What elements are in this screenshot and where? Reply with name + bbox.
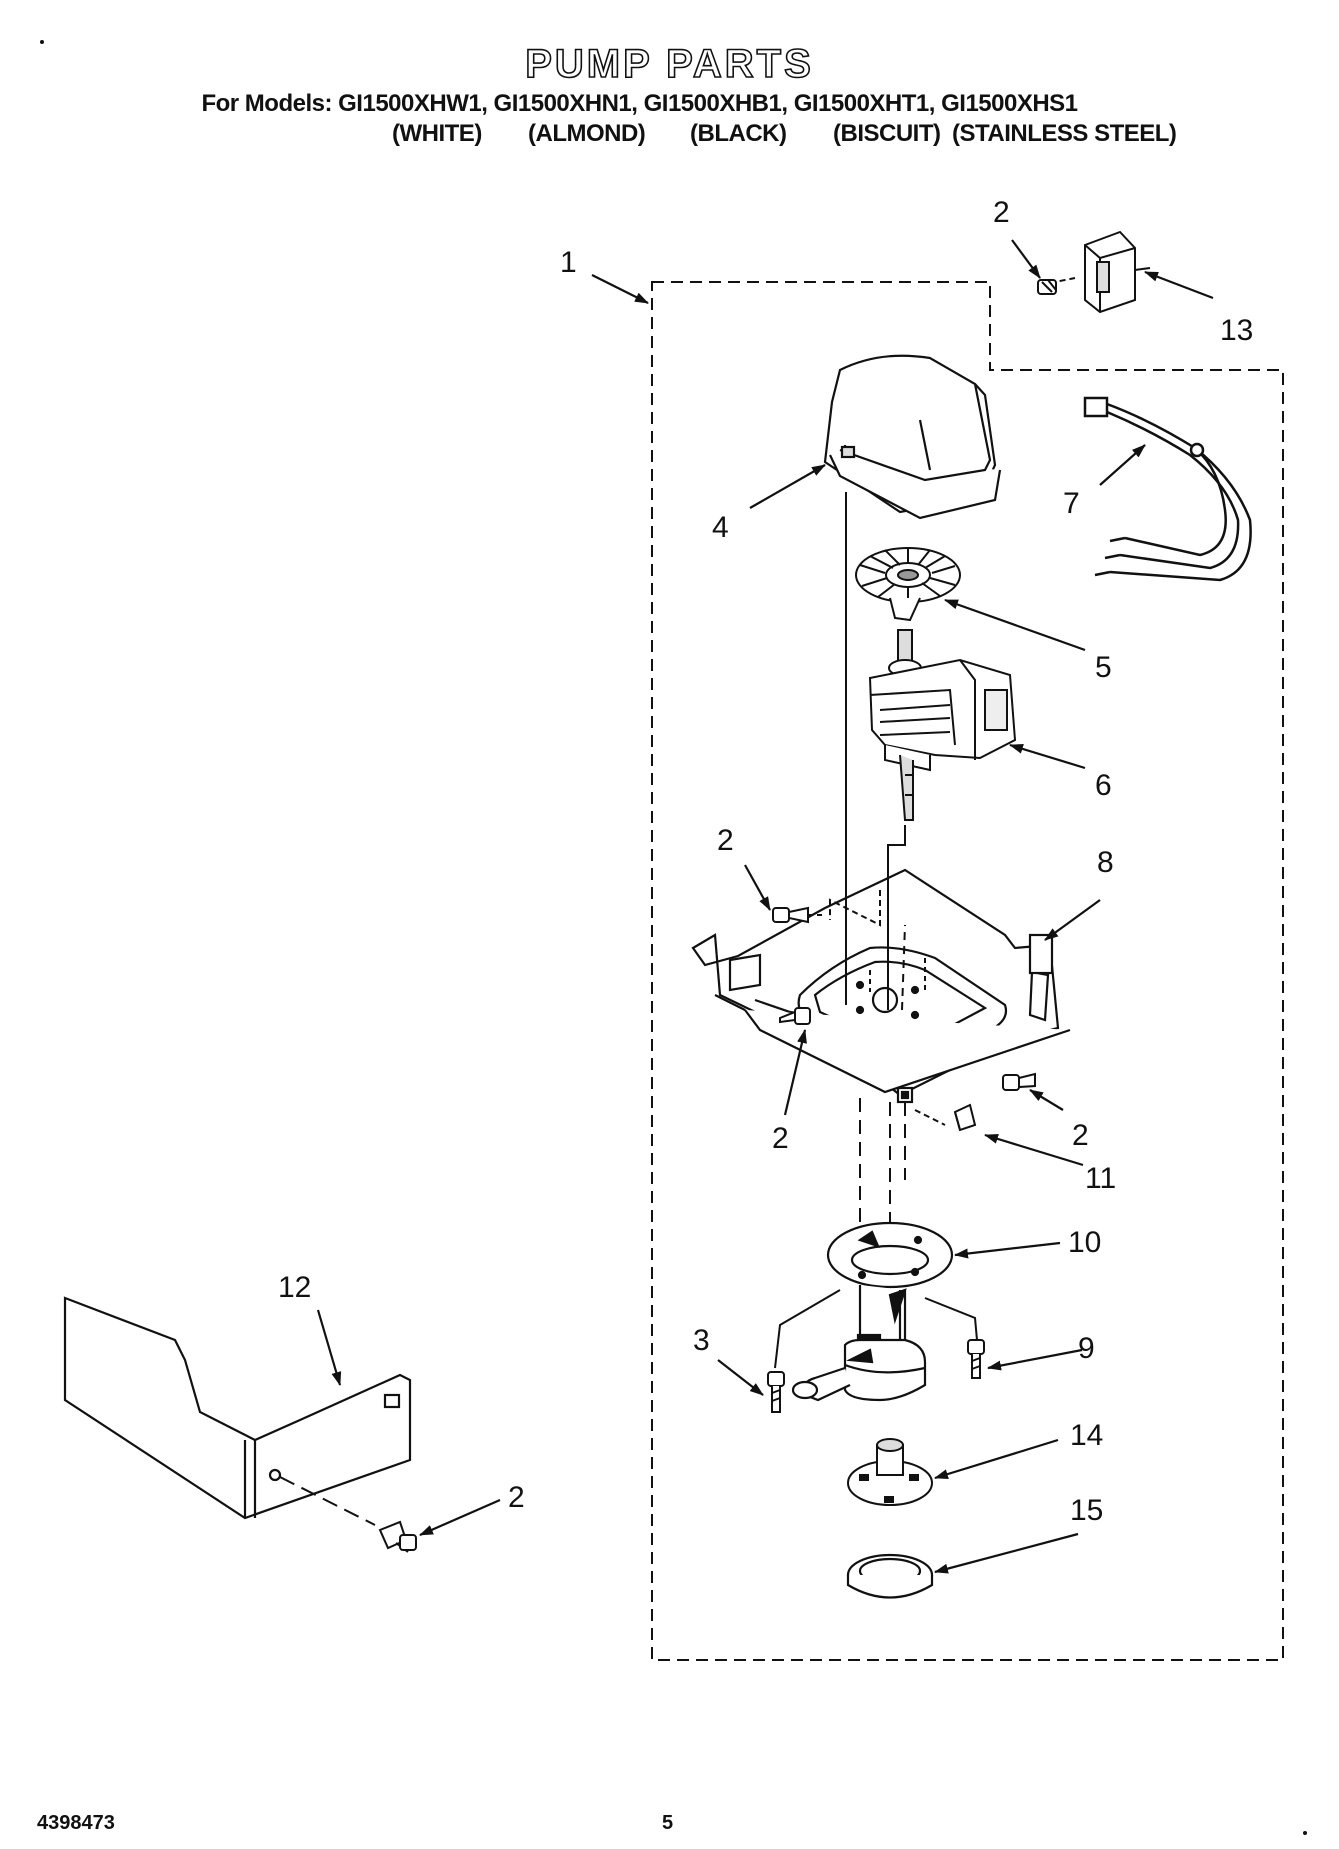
callout-2-right: 2 [1072, 1119, 1089, 1152]
callout-4: 4 [712, 511, 729, 544]
models-line: For Models: GI1500XHW1, GI1500XHN1, GI15… [201, 90, 1078, 117]
callout-14: 14 [1070, 1419, 1103, 1452]
callout-6: 6 [1095, 769, 1112, 802]
screw-part-2-mid [779, 1007, 811, 1025]
flange-part-10 [826, 1221, 954, 1289]
callout-8: 8 [1097, 846, 1114, 879]
wire-harness-part-7 [1083, 396, 1252, 582]
screw-part-3 [767, 1371, 785, 1413]
impeller-part-5 [855, 547, 961, 622]
color-biscuit: (BISCUIT) [833, 120, 941, 147]
shield-panel-part-12 [63, 1296, 412, 1520]
callout-2-bottom: 2 [508, 1481, 525, 1514]
screw-part-9 [967, 1339, 985, 1379]
callout-3: 3 [693, 1324, 710, 1357]
color-stainless: (STAINLESS STEEL) [952, 120, 1177, 147]
callout-5: 5 [1095, 651, 1112, 684]
page-title: PUMP PARTS [524, 41, 814, 87]
pump-body [791, 1285, 927, 1402]
gasket-ring-part-15 [846, 1553, 934, 1599]
screw-part-2-top [1037, 277, 1076, 295]
bracket-part-13 [1084, 230, 1151, 314]
callout-7: 7 [1063, 487, 1080, 520]
screw-part-2-bottom [378, 1520, 417, 1553]
pump-bracket-part-8 [691, 868, 1071, 1104]
callout-2-top: 2 [993, 196, 1010, 229]
color-almond: (ALMOND) [528, 120, 646, 147]
color-white: (WHITE) [392, 120, 482, 147]
motor-part-6 [868, 629, 1017, 821]
callout-15: 15 [1070, 1494, 1103, 1527]
callout-1: 1 [560, 246, 577, 279]
cover-part-4 [823, 354, 1002, 520]
part-number: 4398473 [37, 1812, 115, 1834]
clip-part-11 [953, 1103, 977, 1132]
seal-part-14 [847, 1438, 933, 1506]
callout-2-left: 2 [717, 824, 734, 857]
callout-2-mid: 2 [772, 1122, 789, 1155]
callout-13: 13 [1220, 314, 1253, 347]
color-black: (BLACK) [690, 120, 787, 147]
callout-12: 12 [278, 1271, 311, 1304]
callout-9: 9 [1078, 1332, 1095, 1365]
screw-part-2-right [1002, 1072, 1036, 1091]
callout-10: 10 [1068, 1226, 1101, 1259]
align-line-screw-3 [774, 1289, 841, 1369]
page-number: 5 [662, 1812, 674, 1834]
align-line-screw-9 [924, 1297, 978, 1341]
screw-part-2-left [772, 906, 825, 924]
callout-11: 11 [1085, 1162, 1116, 1195]
